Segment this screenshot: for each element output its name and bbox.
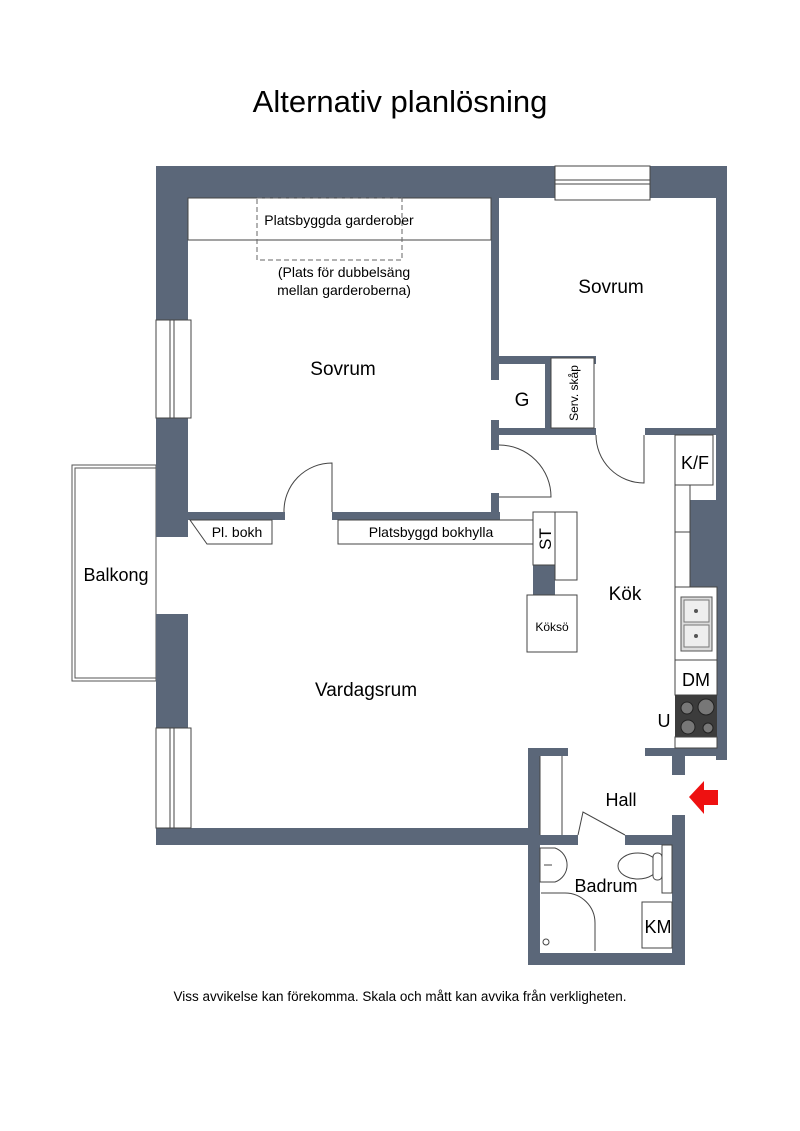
room-label-hall: Hall [605,790,636,810]
balcony [71,464,157,682]
disclaimer: Viss avvikelse kan förekomma. Skala och … [173,989,627,1004]
room-label-bedroom-small: Sovrum [578,277,643,298]
bed-note-line2: mellan garderoberna) [277,282,411,298]
bookshelf-label: Platsbyggd bokhylla [369,524,494,540]
wardrobes-label: Platsbyggda garderober [264,212,414,228]
door-bedroom-closet[interactable] [498,444,552,498]
door-bathroom[interactable] [577,811,626,836]
small-bookshelf [189,519,273,545]
closet-label: G [515,390,530,411]
door-bedroom-large[interactable] [283,462,333,513]
door-bedroom-small[interactable] [595,434,645,484]
storage-label: ST [536,528,555,550]
window-left-bedroom [155,319,192,419]
shower-icon [541,892,596,951]
room-label-living-room: Vardagsrum [315,680,417,701]
window-top [554,165,651,201]
washing-machine [641,901,673,949]
oven-label: U [658,711,671,731]
bed-note-line1: (Plats för dubbelsäng [278,264,410,280]
toilet-icon [617,844,673,894]
room-label-kitchen: Kök [609,584,642,605]
small-bookshelf-label: Pl. bokh [212,524,263,540]
kitchen-island [526,594,578,653]
washing-machine-label: KM [645,917,672,937]
dishwasher [674,659,718,696]
bookshelf [337,519,534,545]
room-label-balcony: Balkong [83,565,148,585]
dishwasher-label: DM [682,670,710,690]
room-label-bedroom-large: Sovrum [310,359,375,380]
fridge-freezer [674,434,714,486]
sink-icon [680,596,713,652]
service-cabinet [550,357,595,429]
stove-icon [675,695,717,737]
fridge-freezer-label: K/F [681,453,709,473]
service-cabinet-label: Serv. skåp [567,365,581,421]
wardrobes [187,197,492,241]
washbasin-icon [539,847,568,883]
room-label-bathroom: Badrum [574,876,637,896]
window-left-living [155,727,192,829]
page-title: Alternativ planlösning [252,84,548,119]
entrance-arrow-icon [689,781,718,814]
kitchen-island-label: Köksö [535,620,569,634]
bed-outline [256,197,403,261]
